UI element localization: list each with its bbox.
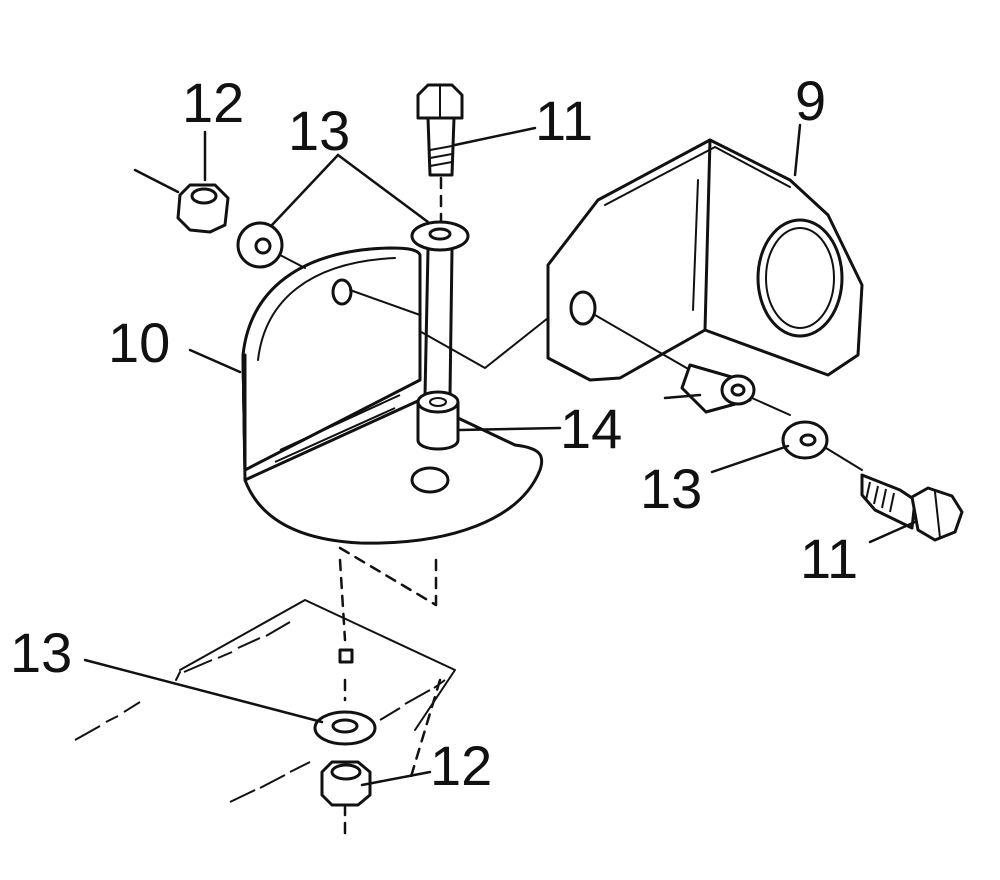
callout-washer-13-top: 13: [288, 99, 350, 162]
bracket-10: [241, 246, 544, 545]
callout-bolt-11-right: 11: [800, 527, 858, 590]
bolt-shank: [423, 248, 454, 397]
leader-lines: [83, 123, 917, 787]
spacer-14: [416, 390, 460, 451]
bolt-11-right: [860, 473, 964, 542]
mounting-surface: [74, 599, 456, 803]
extension-lines: [338, 546, 438, 607]
callout-washer-13-right: 13: [640, 457, 702, 520]
bolt-11-top: [416, 83, 464, 224]
washer-13-left: [236, 221, 306, 269]
washer-13-top: [410, 220, 470, 252]
washer-13-right: [781, 420, 863, 471]
callout-bolt-11-top: 11: [535, 89, 593, 152]
spacer-right: [594, 314, 791, 416]
nut-12-bottom: [320, 760, 372, 807]
callout-spacer-14: 14: [560, 397, 622, 460]
center-axis: [338, 558, 347, 842]
washer-13-bottom: [313, 710, 377, 746]
callout-nut-12-top: 12: [182, 71, 244, 134]
callout-bracket-10: 10: [108, 311, 170, 374]
callout-nut-12-bottom: 12: [430, 734, 492, 797]
nut-12-top: [133, 168, 230, 234]
callout-bracket-9: 9: [795, 69, 826, 132]
bracket-9: [399, 138, 864, 382]
callout-washer-13-bottom: 13: [10, 621, 72, 684]
